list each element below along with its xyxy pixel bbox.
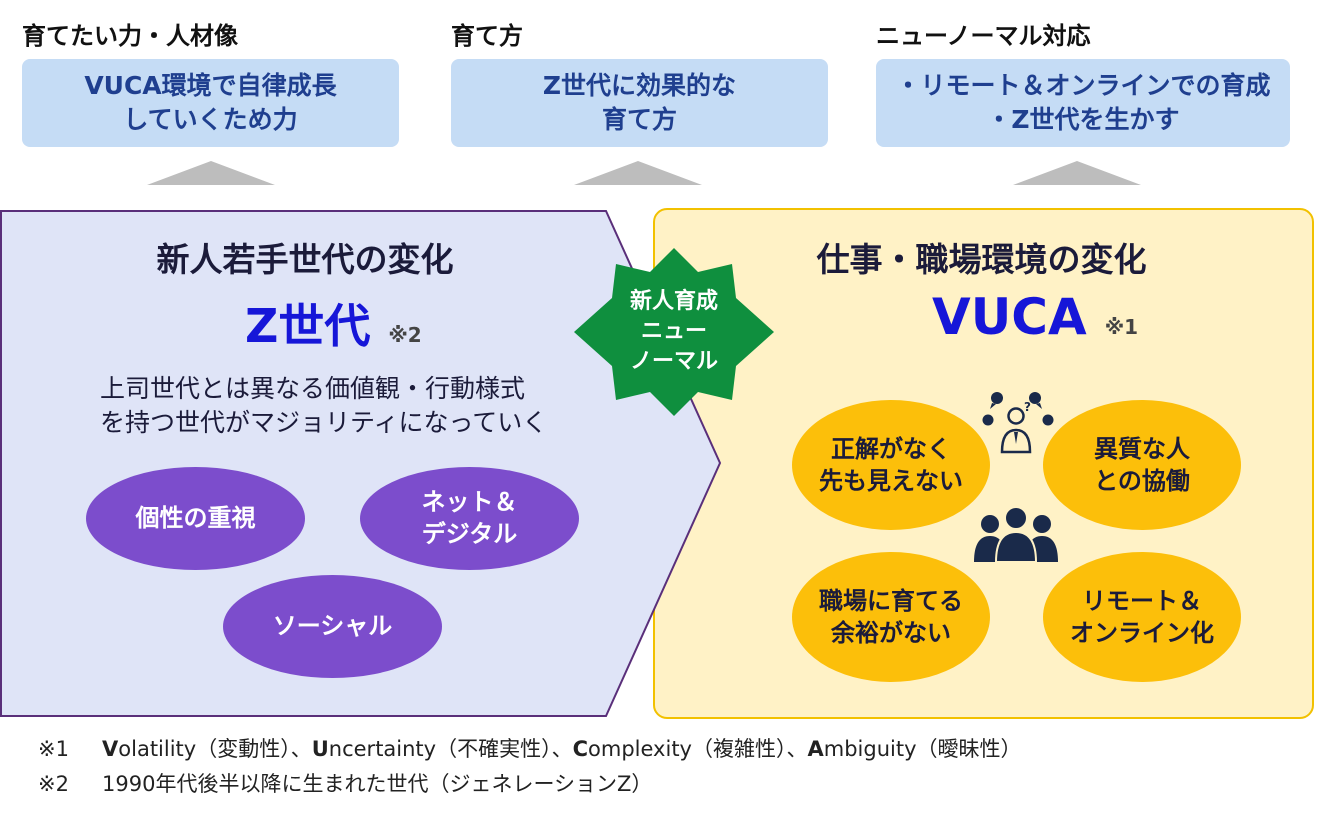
group-people-icon (974, 506, 1058, 563)
footnote-1-initial-a: A (807, 737, 824, 761)
footnote-1-mark: ※1 (38, 737, 69, 761)
vuca-label: VUCA (932, 288, 1087, 346)
oval-uncertain-line-2: 先も見えない (819, 467, 963, 495)
footnote-1-rest-a: mbiguity（曖昧性） (823, 737, 1022, 761)
oval-social: ソーシャル (223, 575, 442, 678)
oval-uncertain-line-1: 正解がなく (831, 434, 951, 463)
badge-star-shape (574, 248, 774, 416)
people-discussion-icon: ? (982, 392, 1054, 454)
footnote-ref-1: ※1 (1104, 315, 1139, 339)
footnote-1-rest-v: olatility（変動性）、 (118, 737, 312, 761)
generation-description: 上司世代とは異なる価値観・行動様式 を持つ世代がマジョリティになっていく (100, 372, 547, 440)
generation-description-line-1: 上司世代とは異なる価値観・行動様式 (100, 374, 526, 403)
workplace-title: 仕事・職場環境の変化 (816, 240, 1147, 279)
oval-remote-online-line-1: リモート＆ (1082, 586, 1202, 615)
footnote-2: ※2 1990年代後半以降に生まれた世代（ジェネレーションZ） (38, 768, 652, 798)
footnote-1: ※1 Volatility（変動性）、Uncertainty（不確実性）、Comp… (38, 733, 1022, 763)
oval-uncertain: 正解がなく 先も見えない (792, 400, 990, 530)
footnote-1-initial-v: V (102, 737, 119, 761)
gen-z-heading: Z世代 ※2 (245, 290, 422, 356)
gen-z-label: Z世代 (245, 299, 371, 353)
heading-new-normal: ニューノーマル対応 (876, 22, 1091, 50)
svg-text:?: ? (1024, 400, 1031, 414)
generation-panel-shape (0, 210, 722, 717)
oval-diverse-collaboration: 異質な人 との協働 (1043, 400, 1241, 530)
generation-change-panel (0, 210, 722, 717)
up-arrow-triangle (574, 161, 702, 185)
method-box-line-2: 育て方 (601, 105, 677, 134)
generation-description-line-2: を持つ世代がマジョリティになっていく (100, 407, 548, 437)
oval-individuality-line-1: 個性の重視 (135, 503, 256, 532)
heading-talent: 育てたい力・人材像 (22, 22, 238, 50)
footnote-2-text: 1990年代後半以降に生まれた世代（ジェネレーションZ） (102, 772, 653, 796)
footnote-1-initial-c: C (572, 737, 589, 761)
up-arrow-triangle (147, 161, 275, 185)
badge-label-line-3: ノーマル (629, 348, 718, 374)
up-arrow-triangle (1013, 161, 1141, 185)
oval-remote-online-line-2: オンライン化 (1070, 619, 1214, 647)
heading-method: 育て方 (451, 22, 523, 50)
footnote-ref-2: ※2 (388, 323, 422, 347)
new-normal-box-line-2: ・Z世代を生かす (986, 105, 1180, 134)
method-box: Z世代に効果的な 育て方 (451, 59, 828, 147)
generation-title: 新人若手世代の変化 (156, 240, 454, 279)
new-normal-badge (574, 248, 774, 416)
badge-label-line-2: ニュー (640, 319, 707, 345)
footnote-1-rest-c: omplexity（複雑性）、 (588, 737, 808, 761)
oval-no-capacity-line-2: 余裕がない (831, 619, 951, 647)
oval-digital: ネット＆ デジタル (360, 467, 579, 570)
oval-remote-online: リモート＆ オンライン化 (1043, 552, 1241, 682)
oval-diverse-collaboration-line-1: 異質な人 (1094, 434, 1190, 463)
vuca-heading: VUCA ※1 (932, 288, 1138, 346)
oval-diverse-collaboration-line-2: との協働 (1094, 467, 1190, 495)
badge-label-line-1: 新人育成 (629, 289, 718, 315)
new-normal-box: ・リモート＆オンラインでの育成 ・Z世代を生かす (876, 59, 1290, 147)
footnote-2-mark: ※2 (38, 772, 69, 796)
oval-digital-line-1: ネット＆ (421, 488, 518, 517)
footnote-1-initial-u: U (311, 737, 329, 761)
badge-label: 新人育成 ニュー ノーマル (594, 264, 754, 400)
oval-no-capacity: 職場に育てる 余裕がない (792, 552, 990, 682)
talent-box: VUCA環境で自律成長 していくため力 (22, 59, 399, 147)
oval-no-capacity-line-1: 職場に育てる (819, 586, 963, 615)
footnote-1-rest-u: ncertainty（不確実性）、 (328, 737, 573, 761)
method-box-line-1: Z世代に効果的な (542, 71, 737, 101)
oval-digital-line-2: デジタル (421, 519, 518, 548)
new-normal-box-line-1: ・リモート＆オンラインでの育成 (895, 71, 1271, 101)
talent-box-line-1: VUCA環境で自律成長 (84, 71, 337, 101)
oval-social-line-1: ソーシャル (272, 611, 393, 640)
talent-box-line-2: していくため力 (123, 105, 298, 134)
oval-individuality: 個性の重視 (86, 467, 305, 570)
